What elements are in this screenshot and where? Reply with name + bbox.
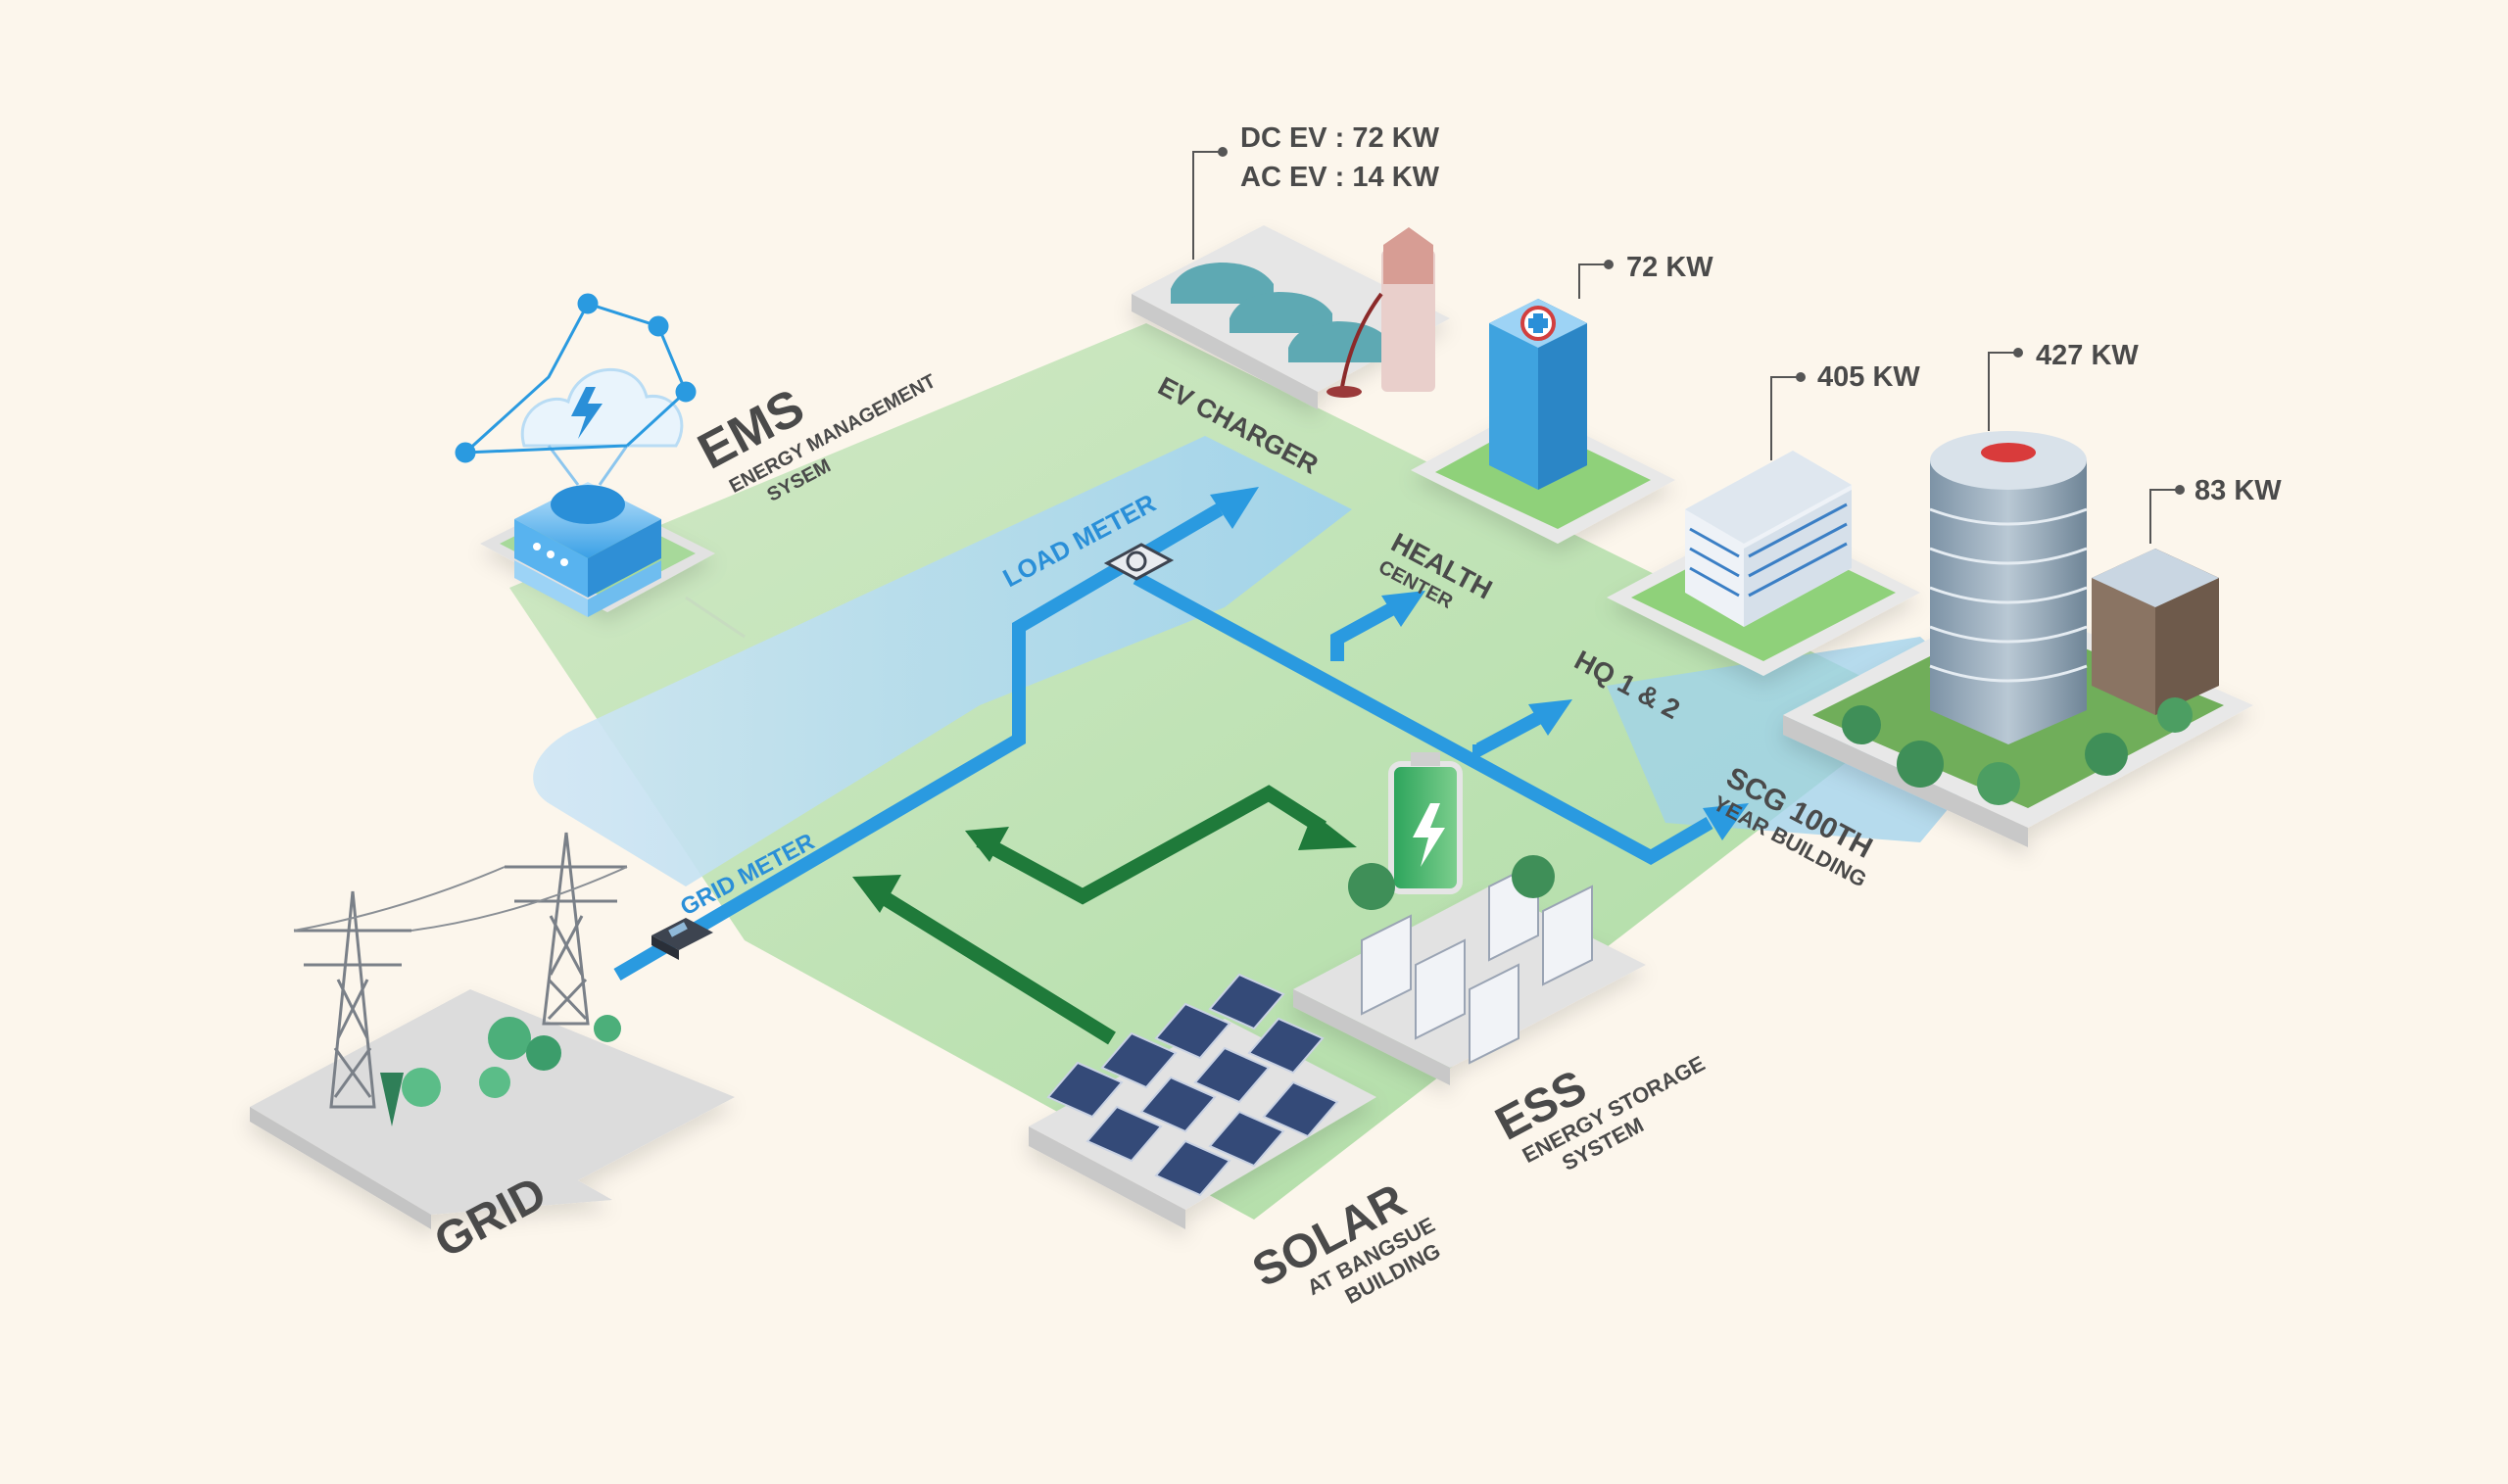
power-tower-icon bbox=[294, 890, 411, 1109]
hq-arrow bbox=[1528, 699, 1572, 736]
hq-callout: 405 KW bbox=[1817, 361, 1920, 393]
scg-tower-callout: 427 KW bbox=[2036, 340, 2139, 371]
ev-dc-callout: DC EV : 72 KW bbox=[1240, 122, 1440, 154]
solar-panels-icon bbox=[1046, 973, 1339, 1197]
ems-server-icon bbox=[514, 482, 661, 617]
to-health-line bbox=[1330, 602, 1395, 661]
network-nodes-icon bbox=[455, 293, 697, 463]
ev-cars-icon bbox=[1171, 263, 1391, 362]
cloud-icon bbox=[520, 368, 684, 486]
scg-arrow bbox=[1703, 803, 1749, 840]
grid-platform bbox=[250, 989, 735, 1229]
ev-ac-callout: AC EV : 14 KW bbox=[1240, 162, 1440, 193]
power-cables bbox=[293, 866, 628, 932]
ev-arrow bbox=[1210, 487, 1259, 529]
ev-charger-station-icon bbox=[1326, 227, 1435, 398]
to-hq-line bbox=[1472, 711, 1542, 761]
power-tower-icon-2 bbox=[505, 832, 627, 1026]
scg-annex-icon bbox=[2092, 549, 2219, 715]
ess-label: ESS ENERGY STORAGE SYSTEM bbox=[1487, 1051, 1709, 1175]
scg-trees bbox=[1842, 697, 2193, 805]
grid-meter-icon bbox=[651, 918, 713, 960]
solar-to-grid-line bbox=[878, 889, 1116, 1045]
green-ground-area bbox=[509, 323, 1920, 1220]
ems-link-line bbox=[685, 596, 746, 639]
ess-bidirectional-line bbox=[976, 785, 1327, 905]
health-callout: 72 KW bbox=[1626, 252, 1713, 283]
green-flow-lines bbox=[878, 785, 1327, 1045]
ess-cabinets-icon bbox=[1361, 860, 1593, 1065]
green-arrowheads bbox=[852, 813, 1357, 913]
tree-icons bbox=[380, 1015, 621, 1126]
health-center-building-icon bbox=[1489, 299, 1587, 490]
load-to-scg-line bbox=[1133, 571, 1713, 866]
load-meter-icon bbox=[1103, 543, 1175, 581]
callout-dots bbox=[1218, 147, 2185, 495]
callout-leaders bbox=[1192, 151, 2180, 544]
battery-icon bbox=[1388, 752, 1463, 894]
blue-arrowheads bbox=[1210, 487, 1749, 840]
scg-annex-callout: 83 KW bbox=[2194, 475, 2282, 506]
health-arrow bbox=[1381, 591, 1425, 627]
hq-building-icon bbox=[1685, 451, 1852, 627]
scg-tower-icon bbox=[1929, 431, 2088, 744]
ess-trees bbox=[1348, 855, 1555, 910]
